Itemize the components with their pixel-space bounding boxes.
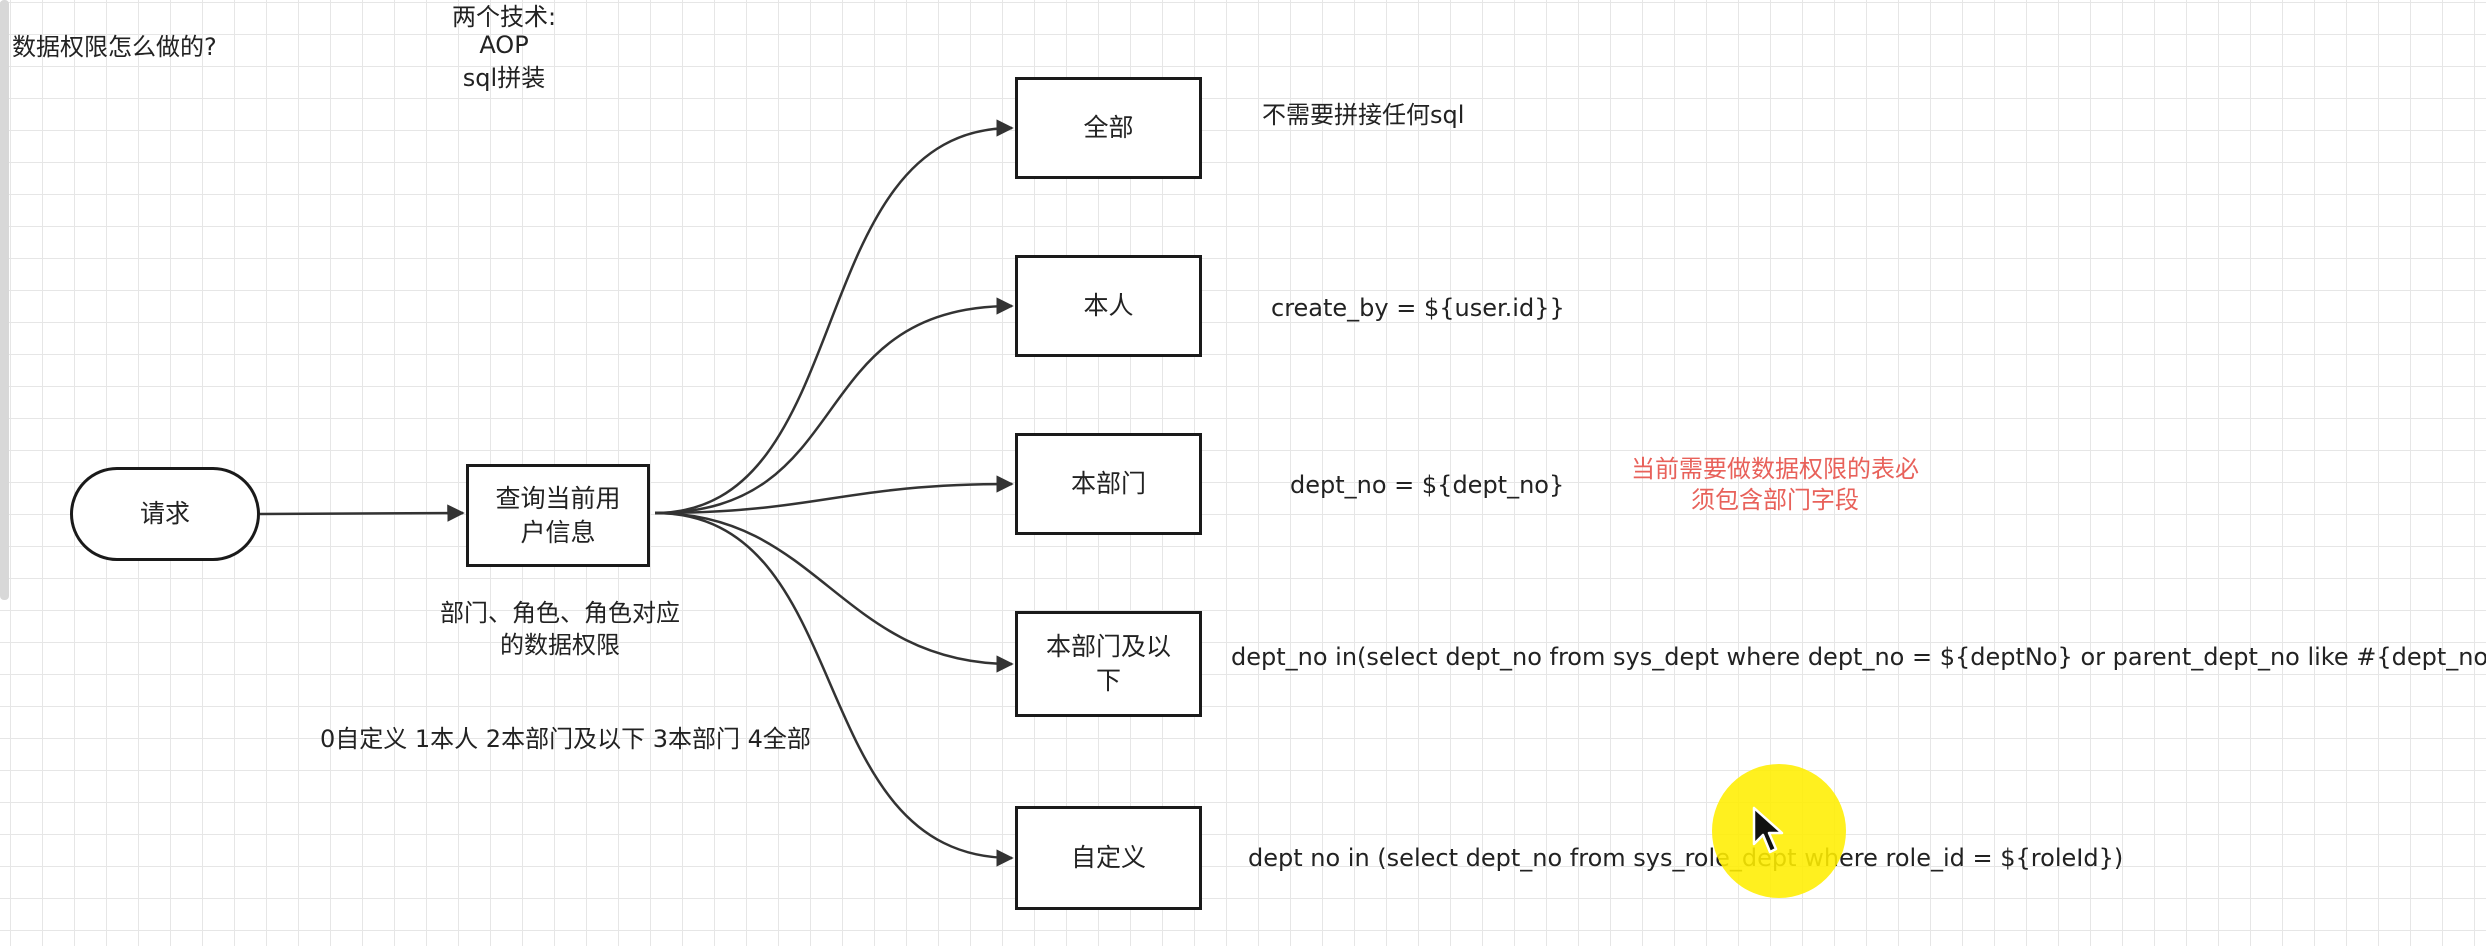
node-self[interactable]: 本人	[1015, 255, 1202, 357]
technique-aop: AOP	[479, 31, 529, 59]
custom-sql: dept no in (select dept_no from sys_role…	[1248, 844, 2124, 872]
edge-request-to-query	[259, 504, 465, 522]
edge-query-to-dept	[654, 475, 1014, 515]
scope-codes: 0自定义 1本人 2本部门及以下 3本部门 4全部	[320, 725, 811, 753]
self-sql: create_by = ${user.id}}	[1271, 294, 1565, 322]
mouse-cursor-icon	[1752, 806, 1784, 854]
node-query-user[interactable]: 查询当前用 户信息	[466, 464, 650, 567]
edge-query-to-custom	[654, 511, 1014, 867]
node-dept-and-below-line-1: 本部门及以	[1045, 632, 1171, 661]
dept-below-sql: dept_no in(select dept_no from sys_dept …	[1231, 643, 2486, 671]
all-sql: 不需要拼接任何sql	[1262, 101, 1465, 129]
scrollbar[interactable]	[0, 0, 9, 600]
user-info-note-line-1: 部门、角色、角色对应	[440, 599, 680, 627]
node-request-label: 请求	[139, 499, 190, 528]
node-dept-label: 本部门	[1070, 469, 1146, 498]
node-dept-and-below-label: 本部门及以 下	[1046, 630, 1171, 698]
node-query-user-label: 查询当前用 户信息	[495, 482, 620, 550]
node-self-label: 本人	[1083, 291, 1134, 320]
node-dept[interactable]: 本部门	[1015, 433, 1202, 535]
node-dept-and-below[interactable]: 本部门及以 下	[1015, 611, 1202, 717]
warning-note-line-1: 当前需要做数据权限的表必	[1631, 455, 1919, 483]
node-dept-and-below-line-2: 下	[1095, 666, 1121, 695]
warning-note-line-2: 须包含部门字段	[1691, 486, 1859, 514]
edge-query-to-dept-below	[654, 511, 1014, 673]
node-custom-label: 自定义	[1070, 843, 1146, 872]
edge-query-to-self	[654, 297, 1014, 515]
dept-sql: dept_no = ${dept_no}	[1290, 471, 1565, 499]
node-query-user-line-1: 查询当前用	[495, 483, 621, 513]
edge-query-to-all	[654, 119, 1014, 515]
user-info-note-line-2: 的数据权限	[500, 631, 620, 659]
node-all[interactable]: 全部	[1015, 77, 1202, 179]
node-all-label: 全部	[1083, 113, 1134, 142]
technique-sql: sql拼装	[462, 64, 546, 92]
page-title: 数据权限怎么做的?	[12, 33, 217, 61]
node-query-user-line-2: 户信息	[520, 517, 596, 547]
node-custom[interactable]: 自定义	[1015, 806, 1202, 910]
node-request[interactable]: 请求	[70, 467, 260, 561]
techniques-label: 两个技术:	[451, 3, 557, 31]
